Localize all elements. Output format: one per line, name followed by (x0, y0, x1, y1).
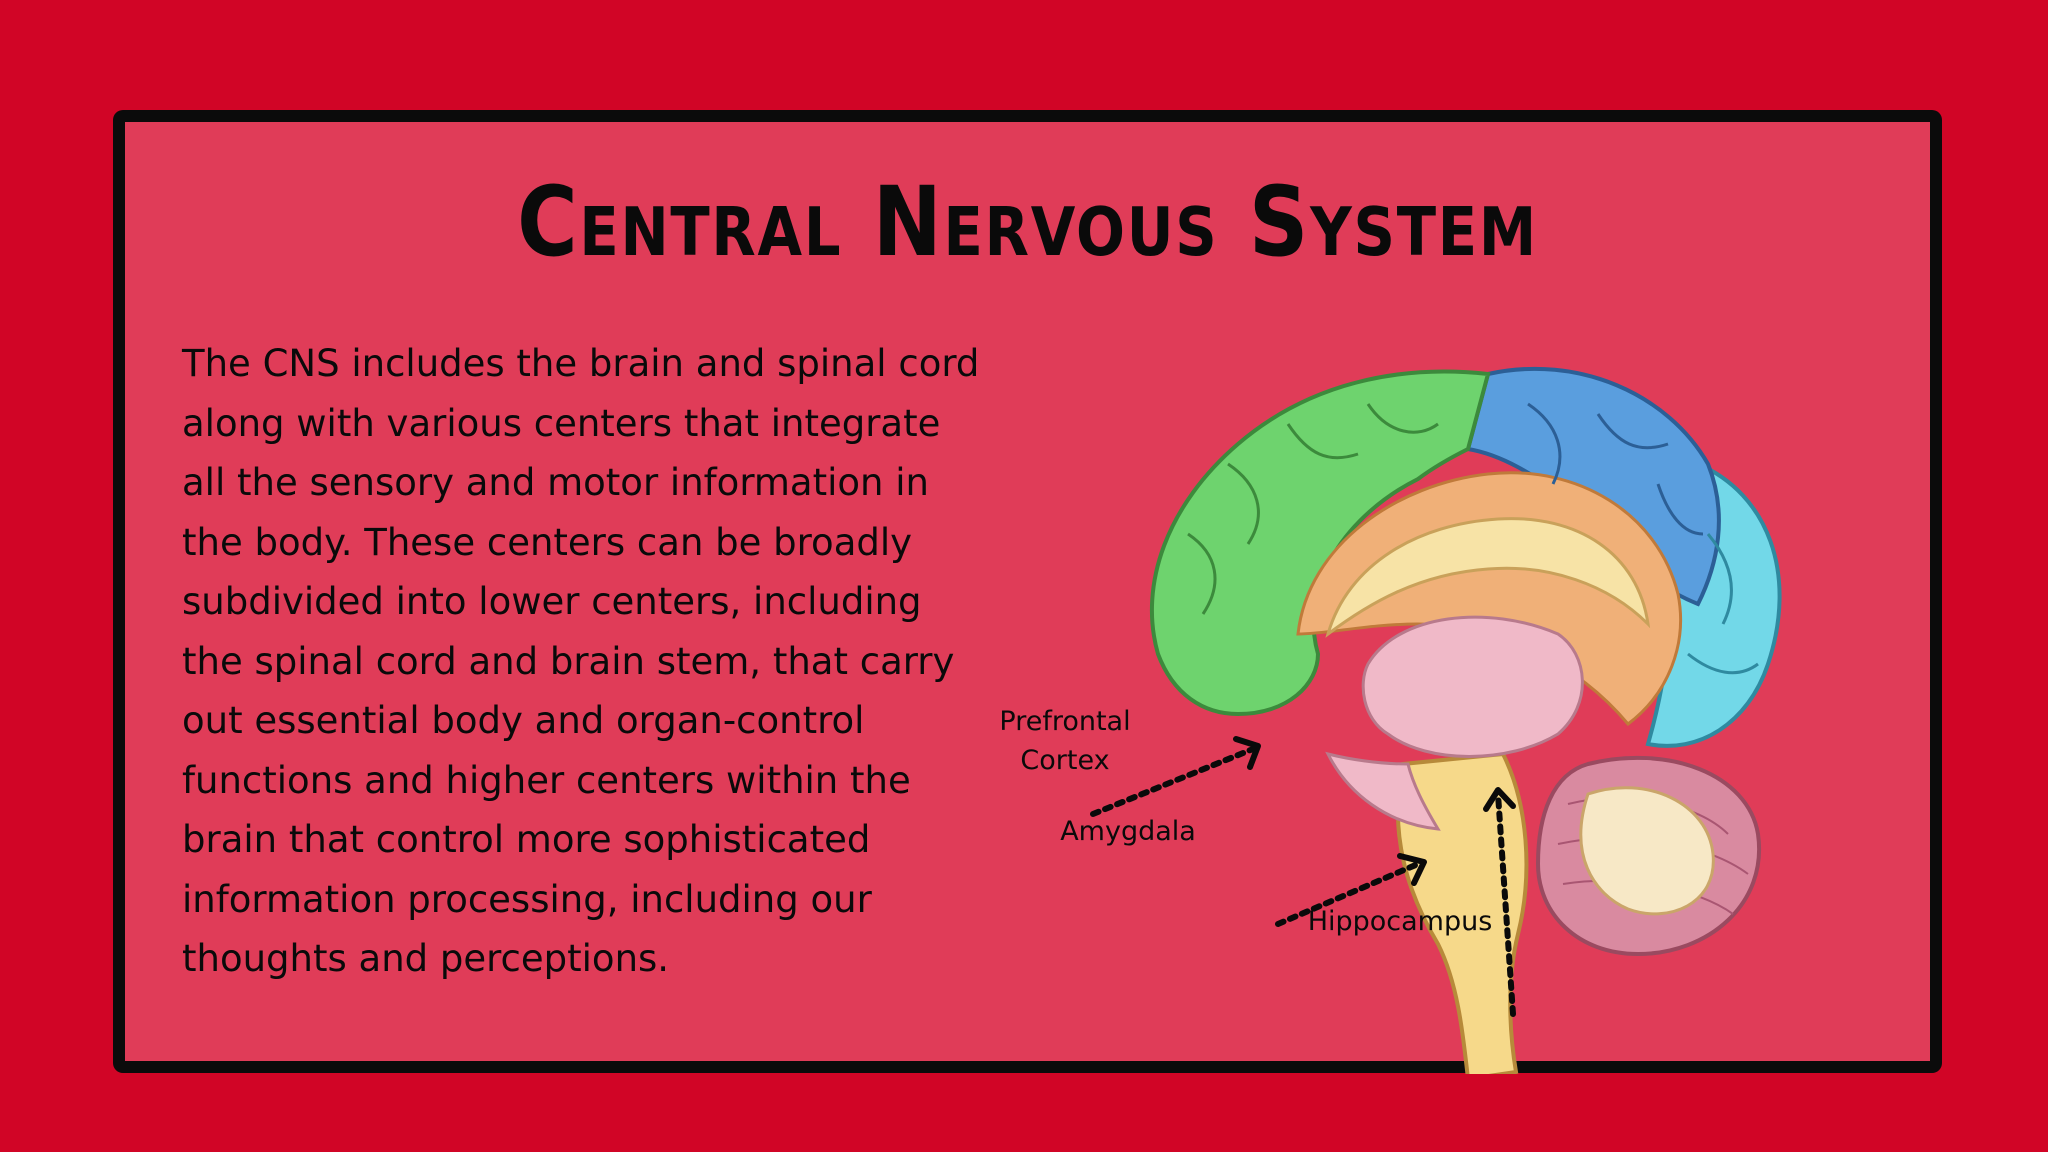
arrow-hippocampus (1495, 791, 1516, 1017)
arrow-amygdala (1275, 861, 1421, 927)
cerebellum-arbor (1579, 786, 1715, 916)
arrowhead-amygdala (1397, 853, 1427, 886)
brain-illustration (1090, 366, 1782, 1074)
label-prefrontal-cortex: Prefrontal Cortex (999, 706, 1131, 776)
brain-stem (1395, 751, 1529, 1074)
page-title: Central Nervous System (517, 166, 1538, 278)
pointer-arrows (1090, 746, 1516, 1017)
corpus-callosum (1325, 517, 1651, 638)
thalamus (1361, 615, 1584, 758)
description-text: The CNS includes the brain and spinal co… (182, 342, 980, 980)
slide-card: Central Nervous System The CNS includes … (113, 110, 1942, 1074)
arrow-prefrontal (1090, 746, 1256, 817)
arrowhead-hippocampus (1483, 787, 1516, 812)
label-hippocampus: Hippocampus (1307, 906, 1493, 937)
arrowhead-prefrontal (1233, 736, 1261, 770)
label-amygdala: Amygdala (1060, 816, 1196, 847)
frontal-lobe (1149, 369, 1491, 717)
